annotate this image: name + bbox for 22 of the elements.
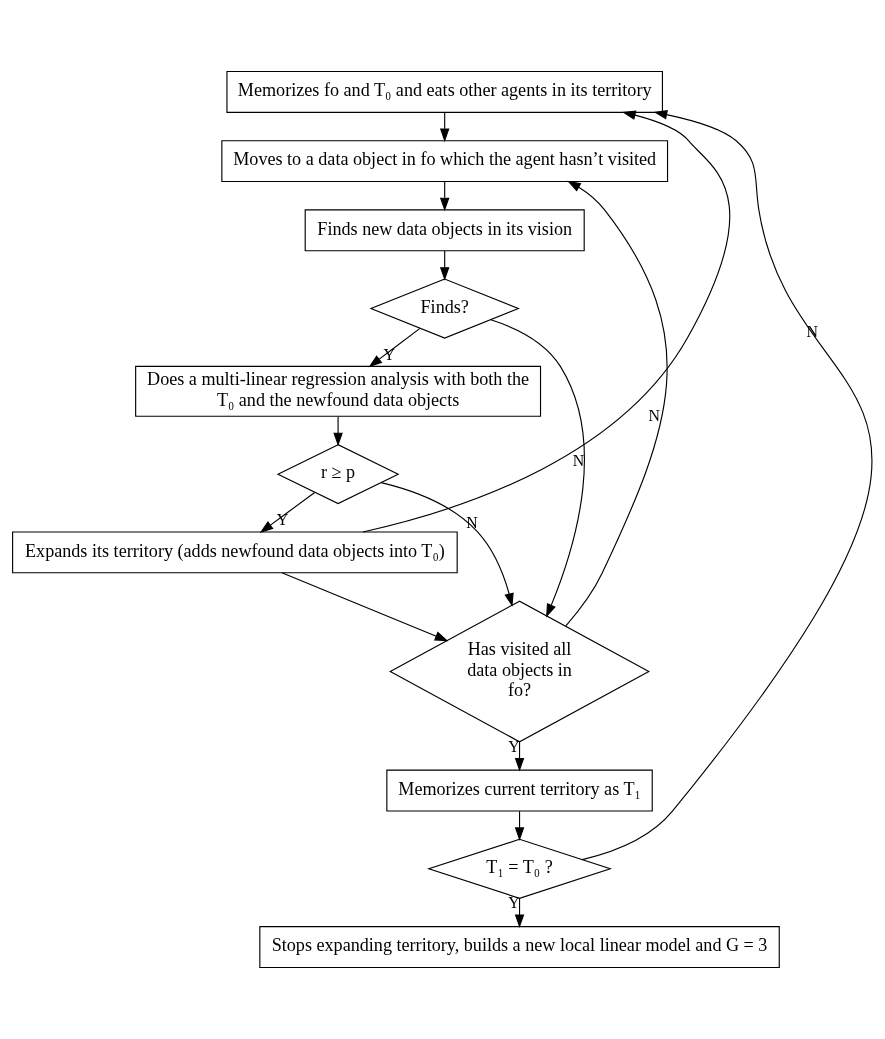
node-box: Moves to a data object in fo which the agent hasn’t visited <box>221 140 669 183</box>
arrow <box>368 327 421 368</box>
node-box: Memorizes current territory as T₁ <box>386 769 653 812</box>
arrow <box>490 319 585 618</box>
node-box: Memorizes fo and T₀ and eats other agents in its territory <box>226 70 663 113</box>
node-diamond: r ≥ p <box>276 444 400 505</box>
arrow <box>259 491 316 533</box>
arrow <box>281 572 449 642</box>
node-box: Does a multi-linear regression analysis with both the T₀ and the newfound data objects <box>135 365 542 417</box>
edge-label: N <box>648 407 661 425</box>
edge-label: Y <box>276 510 289 528</box>
arrow <box>333 416 343 447</box>
node-box: Finds new data objects in its vision <box>304 209 585 252</box>
edge-label: N <box>572 452 585 470</box>
node-diamond: Finds? <box>369 278 520 339</box>
node-box: Expands its territory (adds newfound data objects into T₀) <box>12 531 458 574</box>
arrow <box>380 482 514 607</box>
arrow <box>581 110 873 861</box>
arrow <box>565 180 668 627</box>
edge-label: Y <box>383 345 396 363</box>
edge-label: N <box>466 513 478 531</box>
node-box: Stops expanding territory, builds a new local linear model and G = 3 <box>259 926 780 969</box>
